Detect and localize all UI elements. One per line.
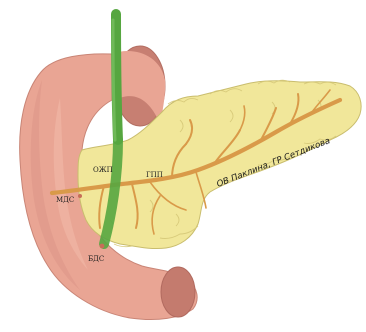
minor-papilla-marker [78,194,82,198]
label-main-pancreatic-duct: ГПП [146,171,163,179]
label-common-bile-duct: ОЖП [93,166,113,174]
duodenum-lower-opening [161,267,195,317]
bile-duct-upper [116,14,118,140]
label-minor-duodenal-papilla: МДС [56,196,74,204]
major-papilla-marker [100,244,105,249]
label-major-duodenal-papilla: БДС [88,255,104,263]
